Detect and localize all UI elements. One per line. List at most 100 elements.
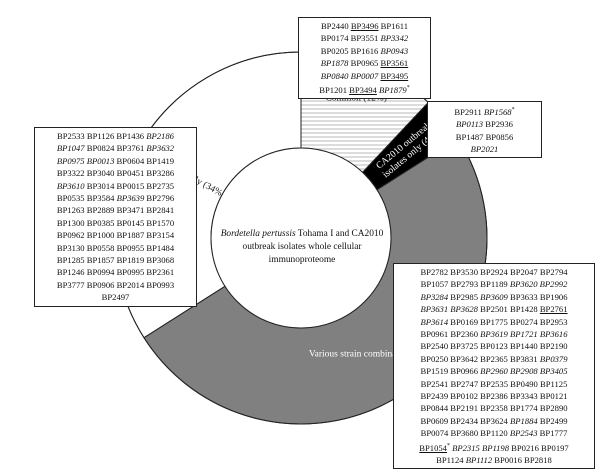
protein-id-text: BP2315 BP1198 [452,442,510,453]
protein-id-text: BP1047 [56,143,85,154]
protein-id-text: BP3342 [380,33,409,44]
protein-id-text: BP1246 BP0994 BP0995 BP2361 [56,267,175,278]
protein-id-line: BP1057 BP2793 BP1189 BP3620 BP2992 [397,278,591,290]
protein-id-text: BP0961 BP2360 [420,329,481,340]
protein-id-text: BP3631 BP3628 [420,304,478,315]
protein-id-line: BP0840 BP0007 BP3495 [302,70,427,82]
segment-various-combinations-label: Various strain combinations (50%) [309,349,441,360]
protein-id-text: BP0604 BP1419 [114,155,175,166]
protein-id-text: BP3609 [480,291,508,302]
protein-id-text: BP1568 [483,106,512,117]
protein-id-text: BP1777 [537,428,568,439]
protein-id-line: BP0074 BP3680 BP1120 BP2543 BP1777 [397,427,591,439]
protein-id-text: BP3284 [420,291,449,302]
protein-id-text: BP3495 [380,70,409,81]
protein-id-line: BP1519 BP0966 BP2960 BP2908 BP3405 [397,365,591,377]
protein-id-line: BP1300 BP0385 BP0145 BP1570 [38,217,193,229]
protein-id-line: BP0205 BP1616 BP0943 [302,45,427,57]
protein-id-line: BP3284 BP2985 BP3609 BP3633 BP1906 [397,291,591,303]
protein-id-text: BP1519 BP0966 [420,366,481,377]
protein-id-text: BP3130 BP0558 BP0955 BP1484 [56,242,175,253]
protein-id-text: BP0216 BP0197 [509,442,569,453]
footnote-marker: * [511,107,515,113]
protein-id-text: BP1285 BP1857 BP1819 BP3068 [56,255,175,266]
protein-id-text: BP2440 [320,21,351,31]
protein-id-line: BP3322 BP3040 BP0451 BP3286 [38,167,193,179]
protein-id-text: BP2543 [509,428,538,439]
protein-id-text: BP3777 BP0906 BP2014 BP0993 [56,279,175,290]
protein-id-text: BP3322 BP3040 BP0451 BP3286 [56,168,175,179]
protein-id-text: BP0844 BP2191 BP2358 BP1774 BP2890 [420,403,568,414]
protein-id-text: BP0943 [380,45,409,56]
protein-id-line: BP2541 BP2747 BP2535 BP0490 BP1125 [397,378,591,390]
protein-id-line: BP0975 BP0013 BP0604 BP1419 [38,155,193,167]
protein-id-line: BP0961 BP2360 BP3619 BP1721 BP3616 [397,328,591,340]
protein-id-text: BP1201 [319,84,350,95]
protein-id-text: BP0174 BP3551 [320,33,381,44]
protein-id-text: BP2782 BP3530 BP2924 BP2047 BP2794 [420,267,568,277]
protein-id-line: BP1201 BP3494 BP1879* [302,82,427,96]
protein-id-line: BP1054* BP2315 BP1198 BP0216 BP0197 [397,440,591,454]
protein-id-line: BP1246 BP0994 BP0995 BP2361 [38,266,193,278]
protein-id-text: BP0975 BP0013 [56,155,115,166]
protein-id-text: BP3496 [350,21,379,31]
protein-id-text: BP2985 [448,291,481,302]
protein-id-text: BP1300 BP0385 BP0145 BP1570 [56,217,175,228]
protein-id-text: BP1884 [510,415,538,426]
protein-id-text: BP1112 [465,454,493,465]
protein-id-text: BP3494 [349,84,377,95]
protein-id-line: BP1124 BP1112 BP0016 BP2818 [397,454,591,466]
protein-id-text: BP3610 [56,180,85,191]
protein-id-line: BP0962 BP1000 BP1887 BP3154 [38,229,193,241]
protein-id-text: BP0016 BP2818 [492,454,552,465]
protein-id-line: BP0250 BP3642 BP2365 BP3831 BP0379 [397,353,591,365]
protein-id-text: BP3014 BP0015 BP2735 [84,180,175,191]
protein-id-text: BP0840 BP0007 [320,70,379,81]
protein-id-text: BP2541 BP2747 BP2535 BP0490 BP1125 [420,378,568,389]
protein-id-text: BP1878 [320,58,349,69]
protein-id-line: BP2911 BP1568* [431,104,538,118]
protein-id-text: BP2796 [144,193,175,204]
protein-id-text: BP0074 BP3680 BP1120 [420,428,510,439]
protein-id-text: BP1879 [379,84,407,95]
protein-id-text: BP3639 [116,193,145,204]
protein-id-text: BP2021 [470,144,499,155]
center-title-rest: Tohama I and CA2010 outbreak isolates wh… [242,229,384,265]
protein-id-line: BP1263 BP2889 BP3471 BP2841 [38,204,193,216]
protein-id-text: BP3632 [146,143,175,154]
species-name: Bordetella pertussis [220,229,296,239]
protein-id-line: BP3614 BP0169 BP1775 BP0274 BP2953 [397,316,591,328]
protein-id-text: BP2960 BP2908 BP3405 [480,366,568,377]
protein-id-line: BP0113 BP2936 [431,118,538,130]
protein-id-line: BP1878 BP0965 BP3561 [302,57,427,69]
protein-id-line: BP0535 BP3584 BP3639 BP2796 [38,192,193,204]
protein-id-text: BP2499 [537,415,568,426]
protein-id-text: BP2540 BP3725 BP0123 BP1440 BP2190 [420,341,568,352]
donut-inner-circle [210,147,392,329]
protein-id-text: BP0169 BP1775 BP0274 BP2953 [448,316,568,327]
protein-id-text: BP0113 [456,119,484,130]
protein-id-line: BP0609 BP2434 BP3624 BP1884 BP2499 [397,415,591,427]
protein-id-line: BP3610 BP3014 BP0015 BP2735 [38,180,193,192]
protein-id-text: BP0379 [539,353,568,364]
protein-id-text: BP3561 [380,58,409,69]
protein-id-text: BP3620 BP2992 [509,279,568,290]
protein-id-text: BP2936 [483,119,513,130]
protein-id-line: BP1285 BP1857 BP1819 BP3068 [38,254,193,266]
protein-id-line: BP0174 BP3551 BP3342 [302,32,427,44]
protein-id-text: BP3619 BP1721 BP3616 [480,329,568,340]
protein-id-text: BP2186 [146,131,174,141]
protein-id-line: BP1047 BP0824 BP3761 BP3632 [38,142,193,154]
protein-id-text: BP0965 [348,58,381,69]
protein-id-text: BP2439 BP0102 BP2386 BP3343 BP0121 [420,391,568,402]
protein-id-text: BP0609 BP2434 BP3624 [420,415,510,426]
protein-id-text: BP1487 BP0856 [455,131,514,142]
protein-id-text: BP0250 BP3642 BP2365 BP3831 [420,353,540,364]
protein-id-line: BP3777 BP0906 BP2014 BP0993 [38,279,193,291]
protein-id-line: BP0844 BP2191 BP2358 BP1774 BP2890 [397,402,591,414]
protein-id-line: BP1487 BP0856 [431,131,538,143]
protein-id-line: BP2533 BP1126 BP1436 BP2186 [38,130,193,142]
